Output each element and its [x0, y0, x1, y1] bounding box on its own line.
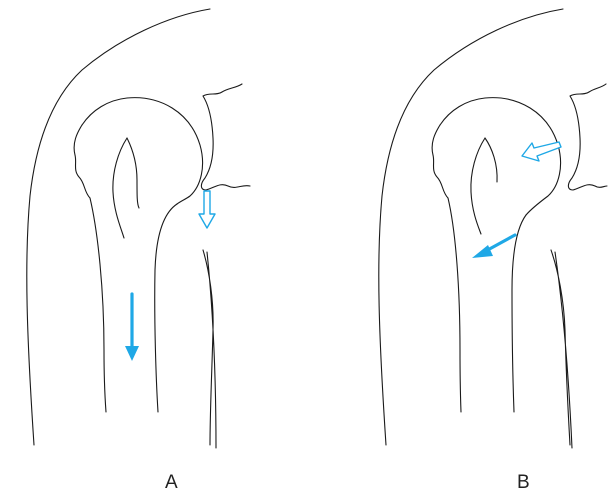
- panel-b-shaft-medial: [448, 198, 461, 412]
- panel-b-label: B: [517, 472, 530, 494]
- panel-b-shaft-lateral: [512, 215, 526, 412]
- panel-a-humeral-head: [82, 98, 203, 204]
- panel-b-tuberosity: [432, 125, 448, 198]
- panel-b-solid-arrow: [472, 235, 515, 258]
- panel-a-solid-arrow: [125, 294, 139, 361]
- panel-b-drawing: [379, 9, 607, 448]
- panel-b-scapula-border: [551, 250, 572, 448]
- panel-b-hollow-arrow: [522, 142, 561, 161]
- panel-a-shoulder-contour: [27, 9, 210, 445]
- panel-a-label: A: [165, 472, 178, 494]
- panel-a-scapula-border: [203, 250, 216, 448]
- panel-b-shoulder-contour: [379, 9, 563, 445]
- panel-b-glenoid: [568, 84, 607, 190]
- panel-a-hollow-arrow: [199, 191, 215, 228]
- panel-a-shaft-medial: [90, 198, 106, 412]
- panel-a-glenoid: [201, 84, 250, 190]
- panel-b-humeral-head: [440, 98, 561, 215]
- panel-b-inner-cortex: [471, 138, 497, 234]
- panel-a-inner-cortex: [113, 138, 139, 238]
- panel-a-drawing: [27, 9, 250, 448]
- panel-a-tuberosity: [74, 125, 90, 198]
- panel-a-shaft-lateral: [155, 204, 177, 412]
